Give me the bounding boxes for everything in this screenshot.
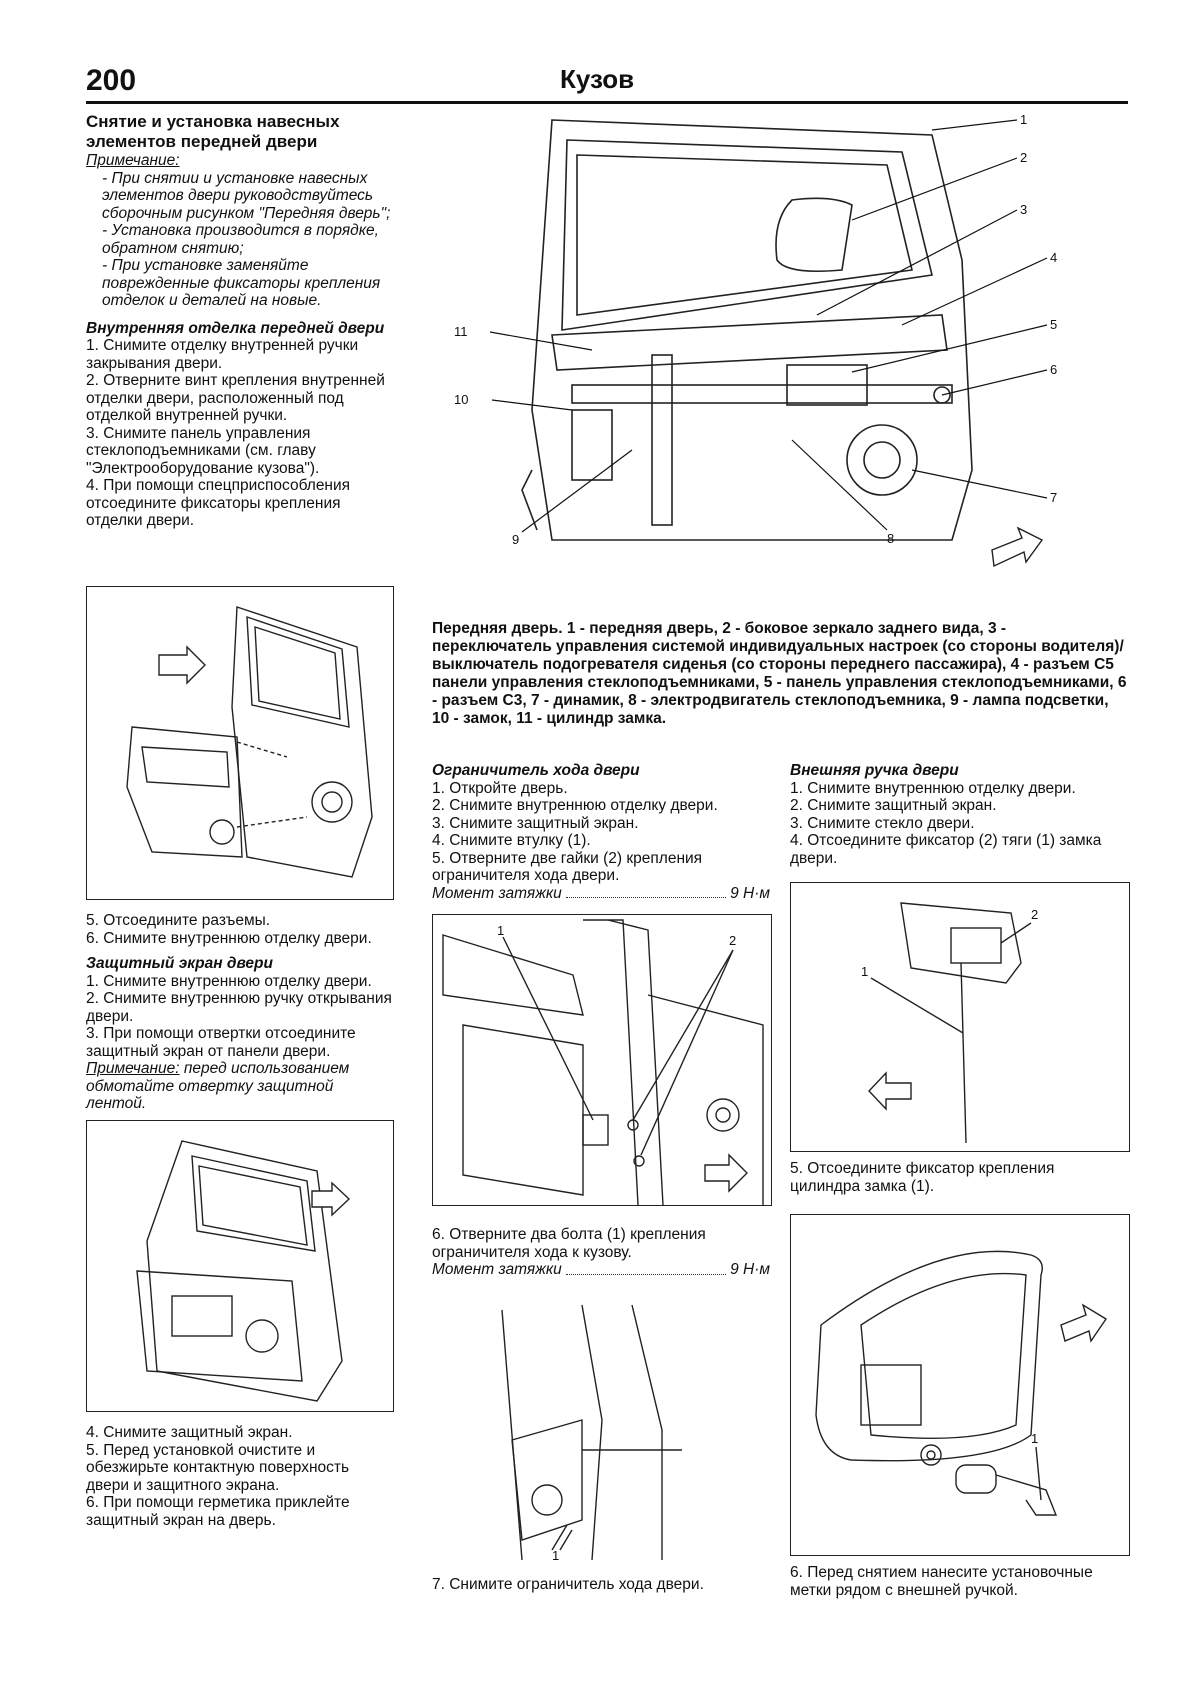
torque-value: 9 Н·м (730, 884, 770, 902)
step: 1. Откройте дверь. (432, 779, 568, 797)
note-text: перед использованием обмотайте отвертку … (86, 1060, 350, 1112)
front-door-diagram: 1 2 3 4 5 6 7 8 9 10 11 (454, 112, 1057, 568)
label-2: 2 (1031, 907, 1038, 922)
door-shield-illustration (136, 1140, 351, 1402)
middle-column-bottom: 7. Снимите ограничитель хода двери. (432, 1576, 770, 1594)
label-2: 2 (1020, 150, 1027, 165)
page-number: 200 (86, 64, 137, 97)
note-label: Примечание: (86, 1060, 180, 1077)
step: 4. При помощи спецприспособления отсоеди… (86, 477, 351, 529)
figure-inner-trim (86, 586, 394, 900)
subheading-inner-trim: Внутренняя отделка передней двери (86, 319, 385, 337)
step: 4. Снимите защитный экран. (86, 1424, 293, 1441)
limiter-bolts-illustration: 1 (501, 1304, 682, 1563)
figure-limiter-nuts: 1 2 (432, 914, 772, 1206)
subheading-limiter: Ограничитель хода двери (432, 762, 640, 779)
lock-cylinder-illustration: 1 (815, 1250, 1107, 1516)
step: 4. Снимите втулку (1). (432, 832, 591, 849)
step: 1. Снимите внутреннюю отделку двери. (790, 779, 1076, 797)
figure-limiter-bolts: 1 (432, 1300, 770, 1566)
step: 3. Снимите защитный экран. (432, 814, 639, 832)
right-column-mid: 5. Отсоедините фиксатор крепления цилинд… (790, 1160, 1128, 1195)
step: 5. Отверните две гайки (2) крепления огр… (432, 849, 703, 885)
step: 6. Перед снятием нанесите установочные м… (790, 1564, 1093, 1599)
label-5: 5 (1050, 317, 1057, 332)
step: 2. Снимите защитный экран. (790, 797, 997, 814)
label-10: 10 (454, 392, 468, 407)
middle-column-mid: 6. Отверните два болта (1) крепления огр… (432, 1226, 770, 1279)
right-column-top: Внешняя ручка двери 1. Снимите внутренню… (790, 762, 1128, 867)
step: 6. Отверните два болта (1) крепления огр… (432, 1226, 706, 1261)
left-column-mid: 5. Отсоедините разъемы. 6. Снимите внутр… (86, 912, 392, 1113)
label-4: 4 (1050, 250, 1057, 265)
label-11: 11 (454, 324, 468, 339)
step: 5. Отсоедините разъемы. (86, 912, 271, 929)
main-figure-caption: Передняя дверь. 1 - передняя дверь, 2 - … (432, 620, 1127, 727)
label-1: 1 (552, 1548, 559, 1563)
header-rule (86, 101, 1128, 104)
label-2: 2 (729, 933, 736, 948)
figure-handle-rod: 1 2 (790, 882, 1130, 1152)
door-trim-illustration (126, 606, 373, 878)
step: 6. Снимите внутреннюю отделку двери. (86, 929, 372, 947)
section-title: Кузов (560, 64, 635, 94)
step: 1. Снимите внутреннюю отделку двери. (86, 972, 372, 990)
step: 5. Перед установкой очистите и обезжирьт… (86, 1441, 350, 1494)
note-item: - При снятии и установке навесных элемен… (102, 169, 391, 222)
label-8: 8 (887, 531, 894, 546)
note-label: Примечание: (86, 152, 180, 169)
torque-value: 9 Н·м (730, 1261, 770, 1278)
label-1: 1 (861, 964, 868, 979)
label-7: 7 (1050, 490, 1057, 505)
section-heading: Снятие и установка навесных элементов пе… (86, 112, 340, 151)
torque-label: Момент затяжки (432, 1261, 562, 1278)
handle-rod-illustration: 1 2 (861, 902, 1038, 1144)
right-column-bottom: 6. Перед снятием нанесите установочные м… (790, 1564, 1128, 1599)
left-column-bottom: 4. Снимите защитный экран. 5. Перед уста… (86, 1424, 392, 1529)
step: 6. При помощи герметика приклейте защитн… (86, 1494, 350, 1529)
step: 4. Отсоедините фиксатор (2) тяги (1) зам… (790, 832, 1102, 867)
step: 2. Отверните винт крепления внутренней о… (86, 372, 385, 424)
torque-label: Момент затяжки (432, 884, 562, 902)
label-1: 1 (1031, 1431, 1038, 1446)
limiter-nuts-illustration: 1 2 (442, 919, 764, 1205)
step: 7. Снимите ограничитель хода двери. (432, 1576, 704, 1593)
subheading-shield: Защитный экран двери (86, 955, 273, 972)
figure-lock-cylinder: 1 (790, 1214, 1130, 1556)
left-column-top: Снятие и установка навесных элементов пе… (86, 112, 392, 530)
label-1: 1 (1020, 112, 1027, 127)
step: 3. Снимите стекло двери. (790, 814, 975, 832)
figure-front-door: 1 2 3 4 5 6 7 8 9 10 11 (432, 110, 1128, 612)
step: 5. Отсоедините фиксатор крепления цилинд… (790, 1160, 1055, 1195)
label-1: 1 (497, 923, 504, 938)
label-9: 9 (512, 532, 519, 547)
note-item: - Установка производится в порядке, обра… (102, 222, 379, 257)
step: 2. Снимите внутреннюю ручку открывания д… (86, 990, 392, 1025)
step: 1. Снимите отделку внутренней ручки закр… (86, 337, 359, 372)
subheading-outer-handle: Внешняя ручка двери (790, 762, 959, 779)
label-3: 3 (1020, 202, 1027, 217)
label-6: 6 (1050, 362, 1057, 377)
step: 3. Снимите панель управления стеклоподъе… (86, 424, 320, 477)
step: 2. Снимите внутреннюю отделку двери. (432, 797, 718, 814)
note-item: - При установке заменяйте поврежденные ф… (102, 257, 381, 309)
step: 3. При помощи отвертки отсоедините защит… (86, 1025, 356, 1060)
figure-shield (86, 1120, 394, 1412)
middle-column-top: Ограничитель хода двери 1. Откройте двер… (432, 762, 770, 902)
